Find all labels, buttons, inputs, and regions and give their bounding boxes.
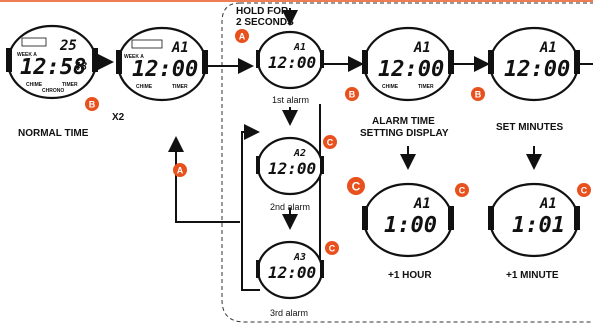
setting-chime-label: CHIME [382,84,399,90]
alarm3-top: A3 [293,252,306,263]
watch-plus-hour: A1 1:00 [362,182,454,258]
svg-text:A: A [177,166,184,176]
setting-top: A1 [413,40,431,56]
badge-a-2: A [173,163,187,177]
hold-label-line1: HOLD FOR [236,6,289,17]
caption-setting-line2: SETTING DISPLAY [360,128,449,139]
dashed-group-box [221,2,593,323]
watch-setting-display: A1 12:00 CHIME TIMER [362,26,454,102]
normal-week-label: WEEK A [17,52,37,58]
plus-minute-top: A1 [539,196,557,212]
caption-1st-alarm: 1st alarm [272,95,309,105]
badge-c-hour: C [455,183,469,197]
watch-plus-minute: A1 1:01 [488,182,580,258]
normal-main-time: 12:58 [20,55,86,80]
alarm-a-timer-label: TIMER [172,84,188,90]
plus-hour-main: 1:00 [384,213,437,238]
badge-c-3rd: C [325,241,339,255]
svg-text:B: B [89,100,96,110]
watch-2nd-alarm: A2 12:00 [256,136,324,196]
alarm1-top: A1 [293,42,306,53]
caption-3rd-alarm: 3rd alarm [270,308,308,318]
svg-text:A: A [239,32,246,42]
svg-text:C: C [329,244,336,254]
hold-label-line2: 2 SECONDS [236,17,294,28]
caption-plus-hour: +1 HOUR [388,270,432,281]
alarm-a-week-label: WEEK A [124,54,144,60]
normal-timer-label: TIMER [62,82,78,88]
caption-plus-minute: +1 MINUTE [506,270,559,281]
badge-c-big: C [347,177,365,195]
arrow-back-to-alarm-a [168,136,240,223]
plus-hour-top: A1 [413,196,431,212]
alarm-a-chime-label: CHIME [136,84,153,90]
alarm3-main: 12:00 [268,263,316,282]
svg-text:B: B [349,90,356,100]
svg-text:C: C [327,138,334,148]
plus-minute-main: 1:01 [512,213,565,238]
normal-chime-label: CHIME [26,82,43,88]
watch-1st-alarm: A1 12:00 [256,30,324,90]
alarm1-main: 12:00 [268,53,316,72]
svg-text:C: C [581,186,588,196]
svg-text:C: C [459,186,466,196]
alarm-a-main-time: 12:00 [132,57,198,82]
normal-chrono-label: CHRONO [42,88,64,94]
badge-a-1: A [235,29,249,43]
badge-b-minutes: B [471,87,485,101]
normal-top-digits: 25 [59,38,77,54]
arrow-loop-left [241,124,260,291]
setting-main: 12:00 [378,57,444,82]
badge-b-1: B [85,97,99,111]
normal-seconds: 48 [74,60,88,73]
svg-text:B: B [475,90,482,100]
caption-2nd-alarm: 2nd alarm [270,202,310,212]
watch-alarm-a: A1 WEEK A 12:00 CHIME TIMER [116,26,208,102]
setting-timer-label: TIMER [418,84,434,90]
caption-normal-time: NORMAL TIME [18,128,89,139]
x2-label: X2 [112,112,125,123]
badge-c-minute: C [577,183,591,197]
watch-normal-time: 25 WEEK A 12:58 48 CHIME TIMER CHRONO [6,24,98,100]
alarm-a-top-digits: A1 [171,40,189,56]
watch-set-minutes: A1 12:00 [488,26,580,102]
badge-b-setting: B [345,87,359,101]
svg-text:C: C [352,180,361,194]
set-minutes-top: A1 [539,40,557,56]
badge-c-2nd: C [323,135,337,149]
alarm2-main: 12:00 [268,159,316,178]
caption-setting-line1: ALARM TIME [372,116,435,127]
set-minutes-main: 12:00 [504,57,570,82]
caption-set-minutes: SET MINUTES [496,122,564,133]
watch-3rd-alarm: A3 12:00 [256,240,324,300]
alarm2-top: A2 [293,148,306,159]
arrow-loop-right [314,104,321,271]
